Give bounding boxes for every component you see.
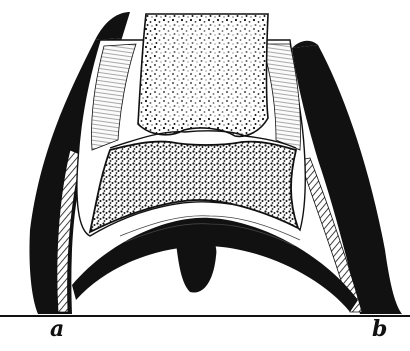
label-a: a [50,318,64,340]
label-b: b [372,318,387,340]
left-coronet [95,12,130,40]
frog [175,234,216,293]
sole-layer [72,218,358,312]
middle-phalanx-marrow [150,22,258,122]
